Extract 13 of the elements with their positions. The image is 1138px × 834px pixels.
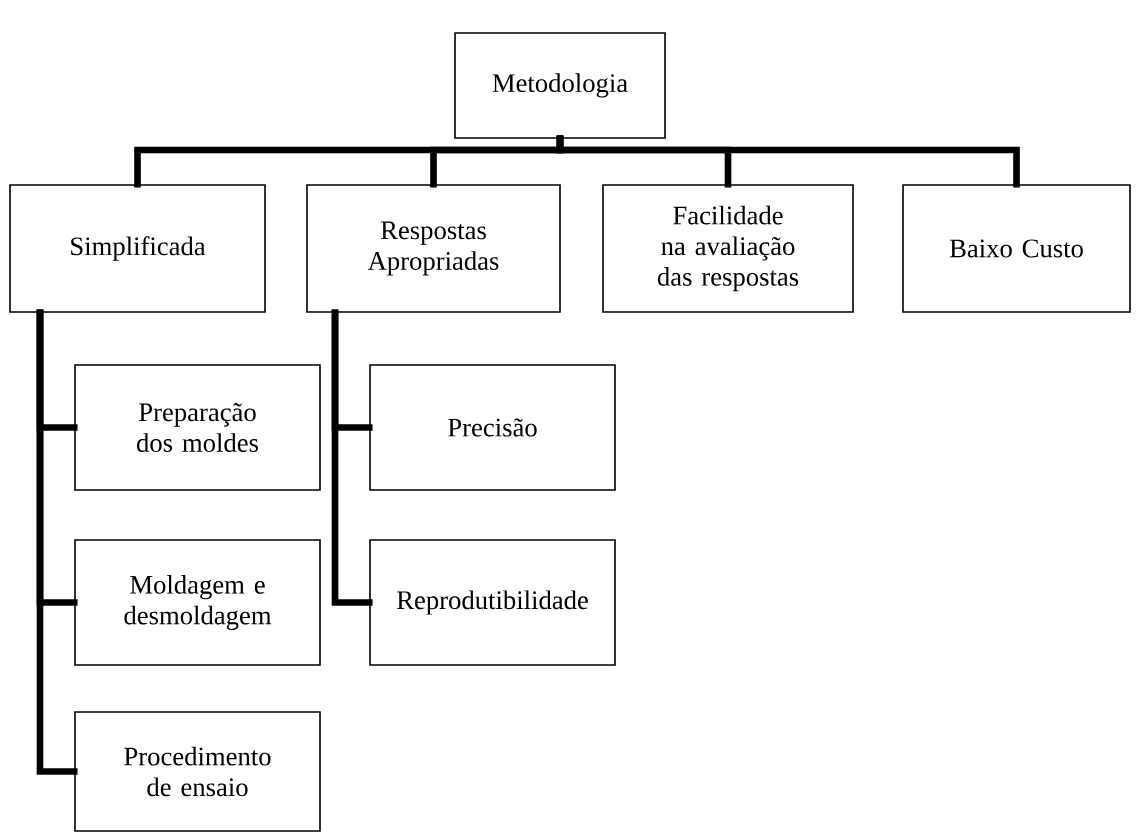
- process-box: Respostas Apropriadas: [306, 184, 561, 313]
- process-box: Metodologia: [454, 32, 666, 139]
- process-box: Baixo Custo: [902, 184, 1131, 313]
- connector-line: [556, 135, 1020, 188]
- process-box: Precisão: [369, 364, 616, 491]
- process-box: Simplificada: [9, 184, 266, 313]
- connector-line: [331, 309, 373, 606]
- connector-line: [36, 309, 78, 775]
- process-box: Preparação dos moldes: [74, 364, 321, 491]
- process-box: Procedimento de ensaio: [74, 711, 321, 832]
- process-box: Facilidade na avaliação das respostas: [602, 184, 854, 313]
- process-box: Reprodutibilidade: [369, 539, 616, 666]
- process-box: Moldagem e desmoldagem: [74, 539, 321, 666]
